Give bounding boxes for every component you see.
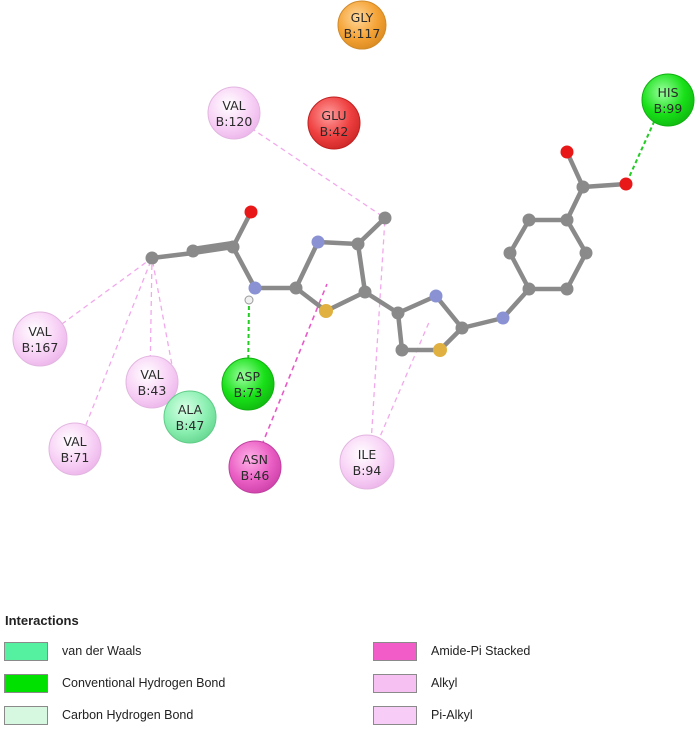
residue-ala-47: ALA B:47 <box>163 390 217 444</box>
carbon-atom <box>351 237 365 251</box>
hbond-line <box>247 299 250 381</box>
oxygen-atom <box>244 205 258 219</box>
residue-val-71: VAL B:71 <box>48 422 102 476</box>
carbon-atom <box>579 246 593 260</box>
carbon-atom <box>522 282 536 296</box>
pi-alkyl-swatch <box>373 706 417 725</box>
oxygen-atom <box>619 177 633 191</box>
carbon-atom <box>560 282 574 296</box>
nitrogen-atom <box>429 289 443 303</box>
residue-discs: GLY B:117 VAL B:120 GLU B:42 HIS B:99 VA… <box>12 0 695 494</box>
van-der-waals-swatch <box>4 642 48 661</box>
carbon-atom <box>289 281 303 295</box>
carbon-atom <box>358 285 372 299</box>
residue-name: VAL <box>140 367 163 382</box>
residue-val-167: VAL B:167 <box>12 311 68 367</box>
carbon-hydrogen-bond-swatch <box>4 706 48 725</box>
carbon-atom <box>560 213 574 227</box>
residue-name: GLU <box>321 108 346 123</box>
legend-label: Amide-Pi Stacked <box>431 644 531 658</box>
ligand-atoms <box>145 145 633 357</box>
carbon-atom <box>395 343 409 357</box>
carbon-atom <box>145 251 159 265</box>
nitrogen-atom <box>496 311 510 325</box>
carbon-atom <box>378 211 392 225</box>
residue-asp-73: ASP B:73 <box>221 357 275 411</box>
residue-gly-117: GLY B:117 <box>337 0 387 50</box>
legend-label: Carbon Hydrogen Bond <box>62 708 194 722</box>
residue-name: GLY <box>351 10 374 25</box>
residue-name: VAL <box>63 434 86 449</box>
sulfur-atom <box>433 343 447 357</box>
carbon-atom <box>226 240 240 254</box>
residue-position: B:46 <box>241 468 270 483</box>
residue-name: ASP <box>236 369 260 384</box>
carbon-atom <box>503 246 517 260</box>
sulfur-atom <box>319 304 333 318</box>
oxygen-atom <box>560 145 574 159</box>
residue-position: B:120 <box>216 114 253 129</box>
residue-position: B:47 <box>176 418 205 433</box>
amide-pi-stacked-swatch <box>373 642 417 661</box>
residue-name: ASN <box>242 452 268 467</box>
hydrogen-atom <box>244 295 254 305</box>
carbon-atom <box>576 180 590 194</box>
alkyl-swatch <box>373 674 417 693</box>
residue-val-120: VAL B:120 <box>207 86 261 140</box>
residue-position: B:167 <box>22 340 59 355</box>
residue-position: B:71 <box>61 450 90 465</box>
residue-name: VAL <box>28 324 51 339</box>
residue-asn-46: ASN B:46 <box>228 440 282 494</box>
carbon-atom <box>522 213 536 227</box>
interaction-diagram: GLY B:117 VAL B:120 GLU B:42 HIS B:99 VA… <box>12 0 695 494</box>
residue-ile-94: ILE B:94 <box>339 434 395 490</box>
residue-position: B:73 <box>234 385 263 400</box>
conventional-hydrogen-bond-swatch <box>4 674 48 693</box>
pi-alkyl-line <box>369 217 386 461</box>
legend-label: Conventional Hydrogen Bond <box>62 676 226 690</box>
alkyl-line <box>235 117 386 219</box>
residue-name: ALA <box>178 402 203 417</box>
residue-his-99: HIS B:99 <box>641 73 695 127</box>
pi-alkyl-line <box>369 319 431 461</box>
carbon-atom <box>455 321 469 335</box>
residue-glu-42: GLU B:42 <box>307 96 361 150</box>
residue-name: HIS <box>657 85 678 100</box>
residue-position: B:94 <box>353 463 382 478</box>
residue-position: B:99 <box>654 101 683 116</box>
legend-label: van der Waals <box>62 644 142 658</box>
residue-position: B:43 <box>138 383 167 398</box>
residue-name: ILE <box>358 447 377 462</box>
carbon-atom <box>391 306 405 320</box>
residue-name: VAL <box>222 98 245 113</box>
residue-position: B:42 <box>320 124 349 139</box>
residue-position: B:117 <box>344 26 381 41</box>
residue-val-43: VAL B:43 <box>125 355 179 409</box>
carbon-atom <box>186 244 200 258</box>
legend-label: Alkyl <box>431 676 458 690</box>
ligand-bonds <box>149 149 629 353</box>
nitrogen-atom <box>248 281 262 295</box>
legend-title: Interactions <box>5 613 79 628</box>
alkyl-line <box>75 257 153 451</box>
interactions-legend: Interactions van der Waals Conventional … <box>0 610 699 734</box>
nitrogen-atom <box>311 235 325 249</box>
alkyl-line <box>151 257 181 409</box>
legend-label: Pi-Alkyl <box>431 708 473 722</box>
